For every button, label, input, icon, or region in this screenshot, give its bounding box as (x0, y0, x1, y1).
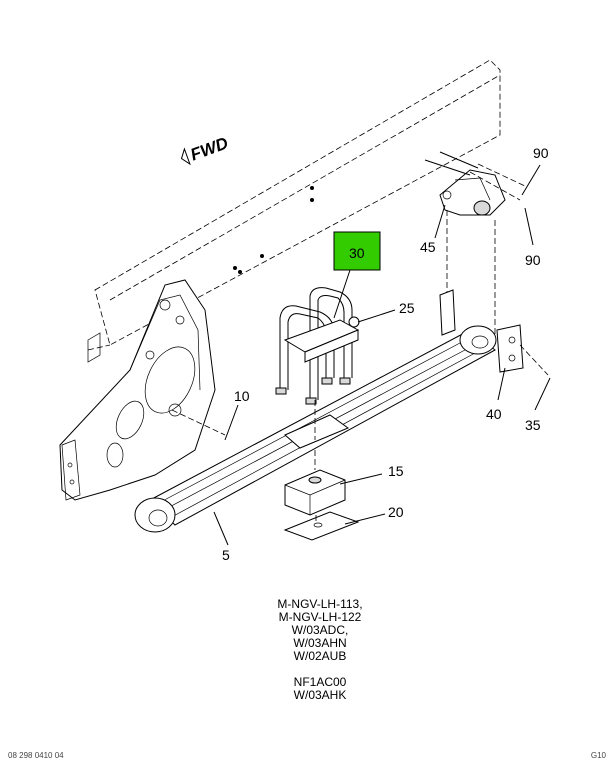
highlight-box-30[interactable] (333, 231, 381, 271)
spacer-block (284, 450, 346, 516)
spring-shackle (439, 289, 549, 376)
callout-10[interactable]: 10 (234, 388, 250, 404)
callout-leaders (213, 164, 551, 546)
note-line: W/03AHN (293, 636, 347, 650)
callout-40[interactable]: 40 (486, 406, 502, 422)
note-line: W/02AUB (293, 649, 347, 663)
callout-25[interactable]: 25 (399, 300, 415, 316)
pin-leader (171, 409, 226, 436)
footer-sheet-code: G10 (590, 751, 606, 760)
callout-30[interactable]: 30 (349, 245, 365, 261)
note-line: NF1AC00 (293, 675, 347, 689)
callout-5[interactable]: 5 (222, 547, 230, 563)
note-line: W/03AHK (293, 688, 347, 702)
front-spring-hanger (59, 279, 216, 501)
leaf-spring (134, 325, 497, 533)
footer-drawing-number: 08 298 0410 04 (8, 751, 64, 760)
callout-90-top[interactable]: 90 (533, 145, 549, 161)
note-line: W/03ADC, (291, 623, 349, 637)
callout-20[interactable]: 20 (388, 504, 404, 520)
forward-direction-label: FWD (180, 133, 231, 166)
note-line: M-NGV-LH-113, (277, 597, 363, 611)
rear-spring-hanger (424, 151, 526, 335)
callout-15[interactable]: 15 (388, 463, 404, 479)
callout-35[interactable]: 35 (525, 417, 541, 433)
callout-90-bottom[interactable]: 90 (525, 252, 541, 268)
spring-plate (283, 511, 360, 541)
svg-text:FWD: FWD (188, 133, 231, 164)
note-line: M-NGV-LH-122 (278, 610, 362, 624)
applicability-notes: M-NGV-LH-113, M-NGV-LH-122 W/03ADC, W/03… (200, 598, 440, 702)
frame-rail (87, 59, 501, 363)
callout-45[interactable]: 45 (420, 239, 436, 255)
u-bolt-assembly (275, 287, 360, 440)
